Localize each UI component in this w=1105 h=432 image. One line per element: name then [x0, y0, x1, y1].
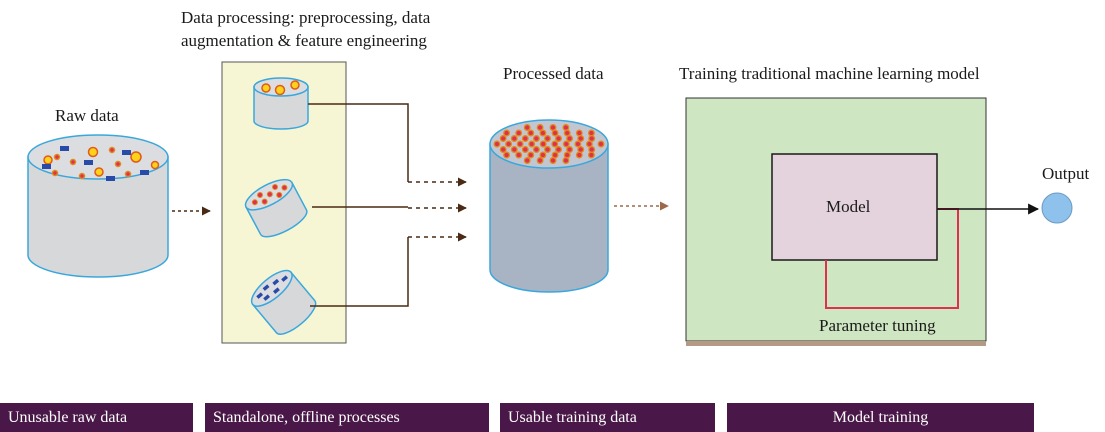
processed-particle: [515, 151, 523, 159]
processed-particle: [536, 157, 544, 164]
raw-data-particles: [42, 146, 160, 181]
parameter-tuning-label: Parameter tuning: [819, 316, 936, 335]
model-label: Model: [826, 197, 871, 216]
output-node: [1041, 192, 1073, 224]
processing-title-line1: Data processing: preprocessing, data: [181, 8, 431, 27]
output-label: Output: [1042, 164, 1090, 183]
processed-particle: [539, 129, 547, 137]
processed-particle: [503, 129, 511, 137]
stage-bar-raw: Unusable raw data: [0, 403, 193, 432]
processed-particle: [521, 135, 529, 142]
processed-particle: [587, 151, 595, 159]
processed-particle: [549, 124, 557, 131]
processed-particle: [503, 151, 511, 159]
processed-particle: [566, 135, 574, 142]
processed-particle: [527, 129, 535, 137]
processed-particle: [588, 146, 596, 153]
processed-particle: [551, 129, 559, 137]
processed-particle: [597, 140, 605, 148]
training-title: Training traditional machine learning mo…: [679, 64, 980, 83]
processed-particle: [527, 151, 535, 159]
processed-particle: [577, 146, 585, 153]
processed-particle: [532, 146, 540, 153]
raw-data-label: Raw data: [55, 106, 119, 125]
processed-particle: [587, 129, 595, 137]
processed-data-particles: [493, 124, 605, 164]
model-box: [771, 153, 938, 261]
stage-bar-usable: Usable training data: [500, 403, 715, 432]
processed-particle: [551, 151, 559, 159]
processed-cylinder-blocks: [250, 269, 317, 335]
processed-particle: [523, 124, 531, 131]
processed-particle: [544, 135, 551, 142]
processed-particle: [577, 135, 585, 142]
processed-particle: [532, 135, 540, 142]
processing-connectors: [308, 103, 467, 307]
processed-particle: [562, 140, 570, 148]
processed-particle: [510, 135, 518, 142]
processed-particle: [555, 135, 562, 142]
processed-particle: [493, 140, 501, 148]
processed-particle: [536, 124, 544, 131]
processed-cylinder-features: [253, 77, 309, 130]
processed-particle: [544, 146, 551, 153]
processed-particle: [510, 146, 518, 153]
processed-particle: [505, 140, 513, 148]
processed-data-cylinder: [489, 119, 609, 293]
processed-particle: [551, 140, 559, 148]
processed-particle: [563, 129, 571, 137]
processed-particle: [539, 140, 547, 148]
processed-particle: [499, 146, 507, 153]
processed-particle: [574, 140, 582, 148]
processed-particle: [499, 135, 507, 142]
processed-particle: [566, 146, 574, 153]
processed-particle: [516, 140, 524, 148]
processed-particle: [563, 151, 571, 159]
processed-particle: [562, 157, 570, 164]
processed-data-label: Processed data: [503, 64, 604, 83]
processed-particle: [515, 129, 523, 137]
processed-particle: [585, 140, 593, 148]
processing-title-line2: augmentation & feature engineering: [181, 31, 427, 50]
processed-particle: [528, 140, 536, 148]
processed-particle: [521, 146, 529, 153]
processed-particle: [549, 157, 557, 164]
processed-particle: [539, 151, 547, 159]
processed-particle: [555, 146, 562, 153]
stage-bar-training: Model training: [727, 403, 1034, 432]
raw-data-cylinder: [27, 134, 169, 278]
processed-cylinder-dots: [244, 178, 308, 238]
processed-particle: [523, 157, 531, 164]
processed-particle: [575, 129, 583, 137]
processed-particle: [562, 124, 570, 131]
processed-particle: [575, 151, 583, 159]
stage-bar-processing: Standalone, offline processes: [205, 403, 489, 432]
processed-particle: [588, 135, 596, 142]
